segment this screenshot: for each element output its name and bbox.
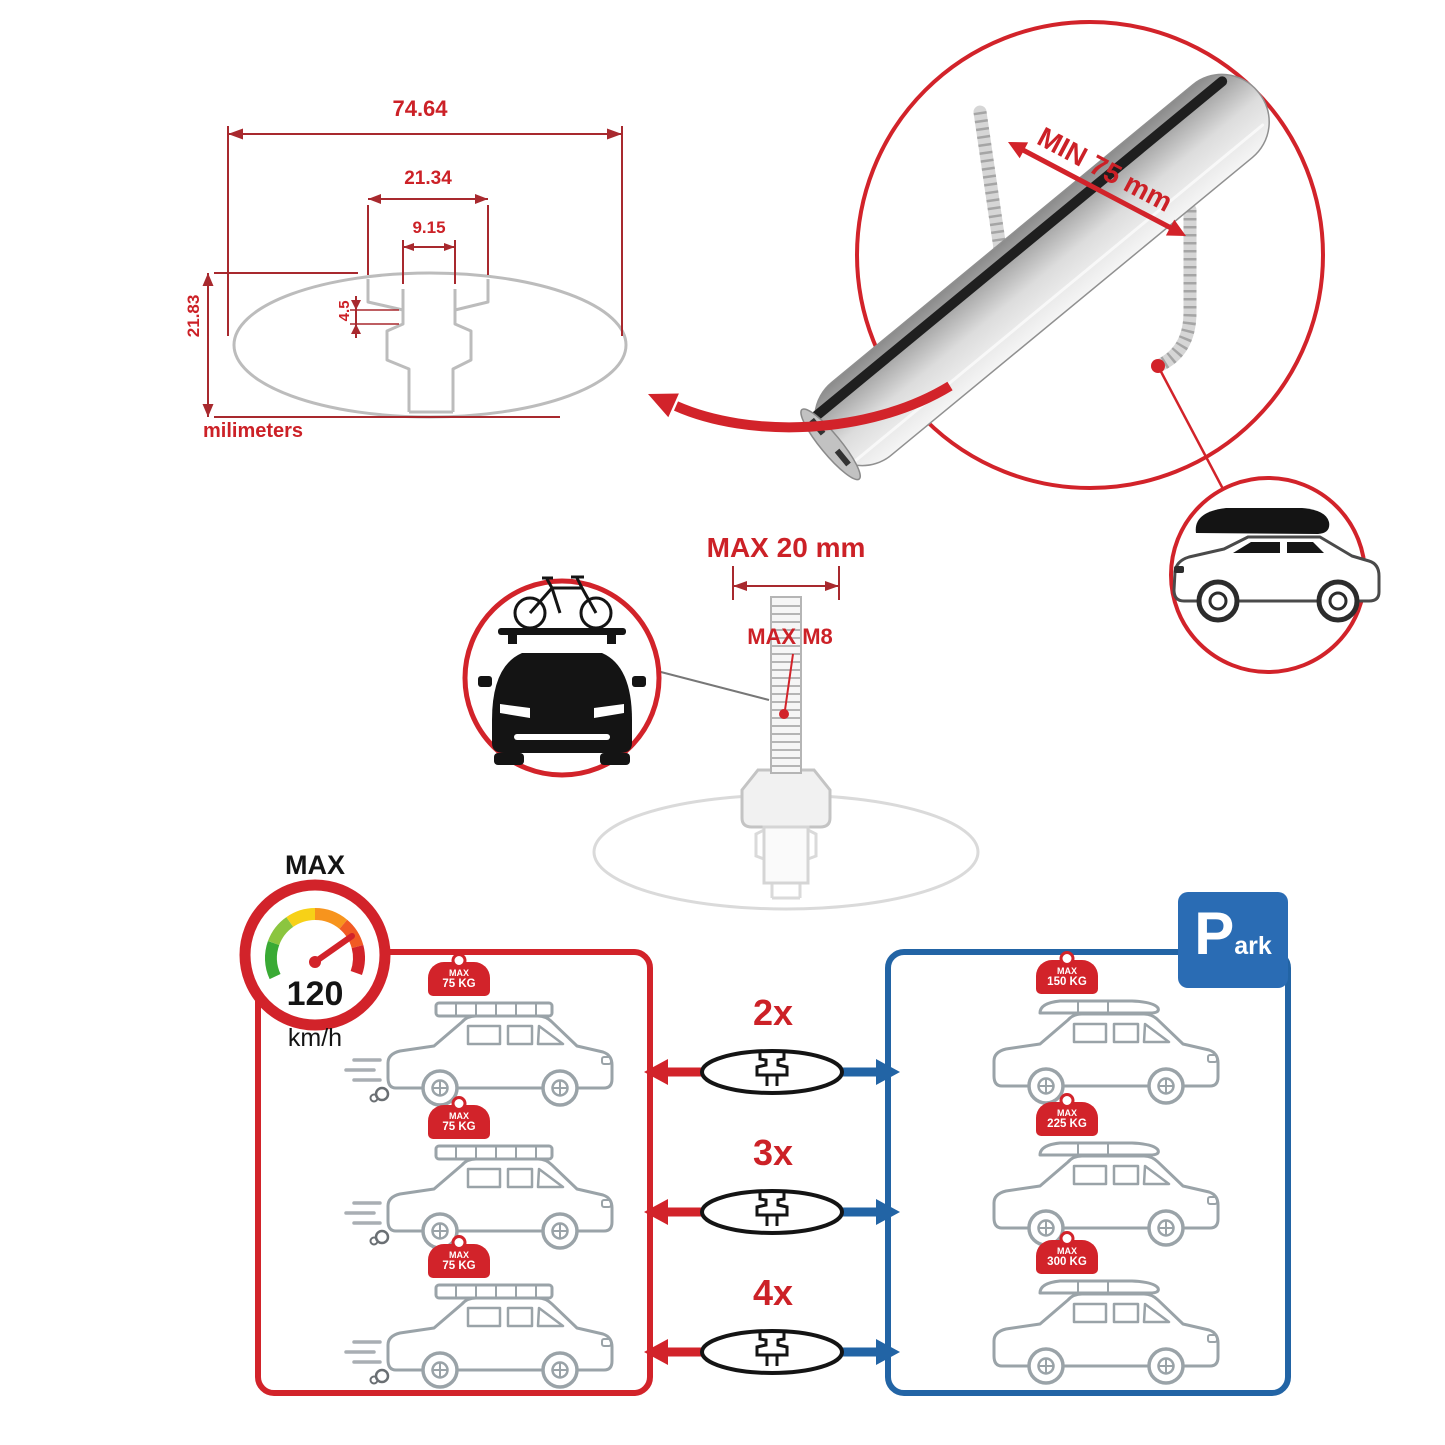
roof-load-badge-right-3: MAX 300 KG	[1036, 1240, 1098, 1275]
badge-kg-label: 225 KG	[1047, 1118, 1087, 1131]
dim-total-height-label: 21.83	[184, 294, 204, 338]
max-thread-label: MAX M8	[747, 624, 833, 649]
suv-roof-box-right-3	[994, 1281, 1218, 1383]
crossbar-detail-circle	[648, 20, 1325, 490]
speed-max-label: MAX	[285, 850, 345, 880]
badge-kg-label: 75 KG	[442, 1260, 476, 1273]
vehicle-roofbox-circle	[1169, 476, 1381, 674]
badge-max-label: MAX	[1057, 1108, 1077, 1118]
speedometer-icon	[239, 879, 391, 1031]
badge-kg-label: 300 KG	[1047, 1256, 1087, 1269]
suv-roof-basket-left-2	[346, 1146, 612, 1248]
suv-roof-box-right-1	[994, 1001, 1218, 1103]
dynamic-load-panel	[255, 949, 653, 1396]
car-front-icon	[478, 628, 646, 765]
static-load-panel	[885, 949, 1291, 1396]
detail-to-profile-arrow	[648, 381, 953, 433]
badge-kg-label: 150 KG	[1047, 976, 1087, 989]
roof-load-badge-left-3: MAX 75 KG	[428, 1244, 490, 1279]
badge-max-label: MAX	[449, 968, 469, 978]
bar-count-row-3x	[644, 1189, 900, 1235]
dim-slot-depth-label: 4.5	[336, 300, 354, 322]
badge-max-label: MAX	[1057, 966, 1077, 976]
multiplier-4x-label: 4x	[752, 1272, 794, 1313]
suv-with-roofbox-icon	[1172, 508, 1381, 623]
multiplier-3x-label: 3x	[752, 1132, 794, 1173]
dim-channel-width-label: 21.34	[404, 168, 452, 189]
badge-max-label: MAX	[449, 1250, 469, 1260]
roof-load-badge-left-2: MAX 75 KG	[428, 1105, 490, 1140]
suv-roof-basket-left-1	[346, 1003, 612, 1105]
min-clamp-arrow	[1008, 142, 1186, 236]
dim-total-width-label: 74.64	[392, 96, 448, 121]
badge-max-label: MAX	[449, 1111, 469, 1121]
dim-slot-width-label: 9.15	[412, 218, 446, 237]
bar-count-row-2x	[644, 1049, 900, 1095]
badge-kg-label: 75 KG	[442, 978, 476, 991]
dim-unit-label: milimeters	[203, 420, 304, 442]
clamp-rod-icon	[973, 105, 1197, 373]
aluminum-crossbar	[800, 73, 1270, 481]
cross-section-diagram	[202, 126, 628, 419]
max-plate-width-label: MAX 20 mm	[706, 532, 866, 563]
multiplier-2x-label: 2x	[752, 992, 794, 1033]
suv-roof-basket-left-3	[346, 1285, 612, 1387]
bolt-diagram	[592, 566, 980, 911]
bicycle-icon	[513, 575, 613, 630]
badge-kg-label: 75 KG	[442, 1121, 476, 1134]
speed-unit-label: km/h	[287, 1024, 343, 1052]
roof-load-badge-right-2: MAX 225 KG	[1036, 1102, 1098, 1137]
park-sign-rest: ark	[1234, 932, 1272, 960]
roof-load-badge-right-1: MAX 150 KG	[1036, 960, 1098, 995]
suv-roof-box-right-2	[994, 1143, 1218, 1245]
badge-max-label: MAX	[1057, 1246, 1077, 1256]
detail-connector-line	[1156, 365, 1225, 490]
bar-count-row-4x	[644, 1329, 900, 1375]
roof-load-badge-left-1: MAX 75 KG	[428, 962, 490, 997]
park-sign-initial: P	[1194, 900, 1235, 967]
speed-value-label: 120	[286, 975, 344, 1013]
bike-carrier-circle	[462, 575, 662, 778]
